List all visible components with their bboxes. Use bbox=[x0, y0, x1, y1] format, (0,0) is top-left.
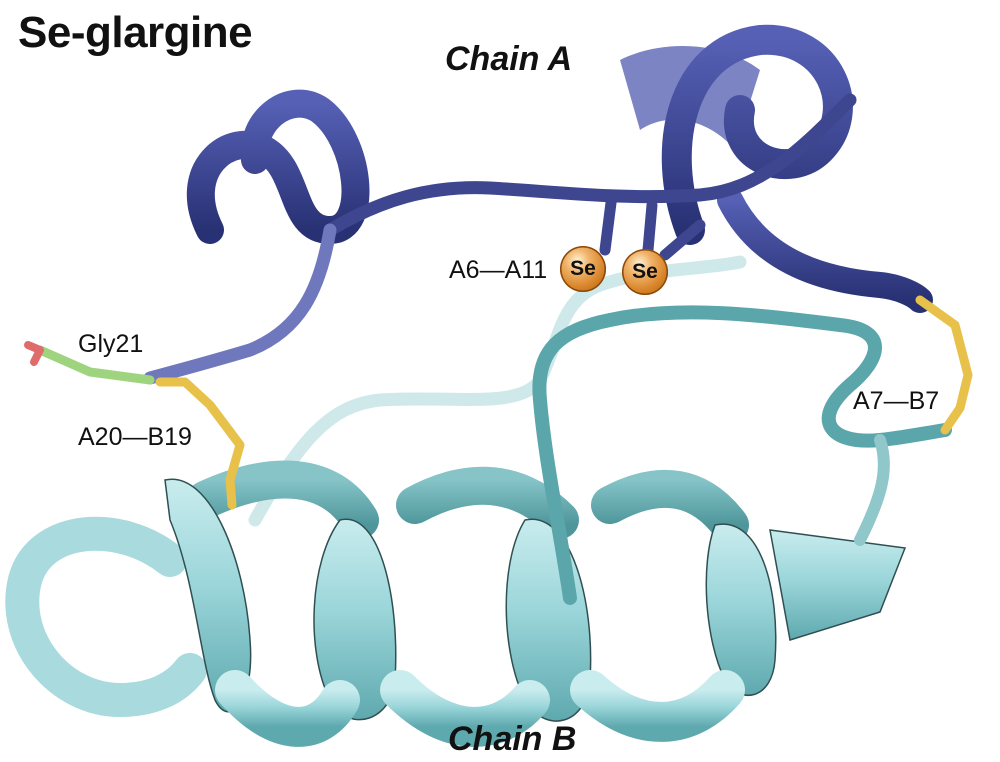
chain-b-ribbon bbox=[5, 255, 952, 747]
gly21-label: Gly21 bbox=[78, 330, 144, 358]
chain-a-ribbon bbox=[143, 24, 933, 385]
gly21-stick bbox=[24, 341, 155, 385]
chain-b-arrow bbox=[769, 529, 907, 641]
chain-b-helix-turn-2 bbox=[313, 518, 397, 721]
chain-b-tail bbox=[854, 434, 890, 546]
selenium-atom-1: Se bbox=[560, 246, 606, 292]
bond-a7-b7-label: A7—B7 bbox=[853, 387, 940, 415]
disulfide-bonds bbox=[155, 295, 973, 510]
selenium-atom-2: Se bbox=[622, 249, 668, 295]
chain-b-label: Chain B bbox=[448, 720, 577, 758]
chain-b-helix-lower bbox=[215, 670, 745, 747]
diselenide-bond-label: A6—A11 bbox=[449, 256, 548, 284]
chain-a-c-term-tube bbox=[143, 223, 337, 385]
chain-b-n-loop bbox=[5, 516, 207, 718]
chain-a-left-helix bbox=[186, 89, 370, 245]
chain-a-label: Chain A bbox=[445, 40, 573, 78]
figure-title: Se-glargine bbox=[18, 8, 253, 57]
chain-a-stubs bbox=[599, 189, 706, 261]
disulfide-a20-b19 bbox=[155, 377, 245, 510]
chain-b-front-coil bbox=[532, 305, 952, 605]
chain-a-tube bbox=[323, 93, 857, 237]
chain-b-helix-back bbox=[186, 460, 749, 544]
chain-b-helix-turn-4 bbox=[705, 523, 777, 696]
disulfide-a7-b7 bbox=[915, 295, 973, 435]
chain-a-right-arc bbox=[717, 187, 933, 313]
bond-a20-b19-label: A20—B19 bbox=[78, 423, 192, 451]
